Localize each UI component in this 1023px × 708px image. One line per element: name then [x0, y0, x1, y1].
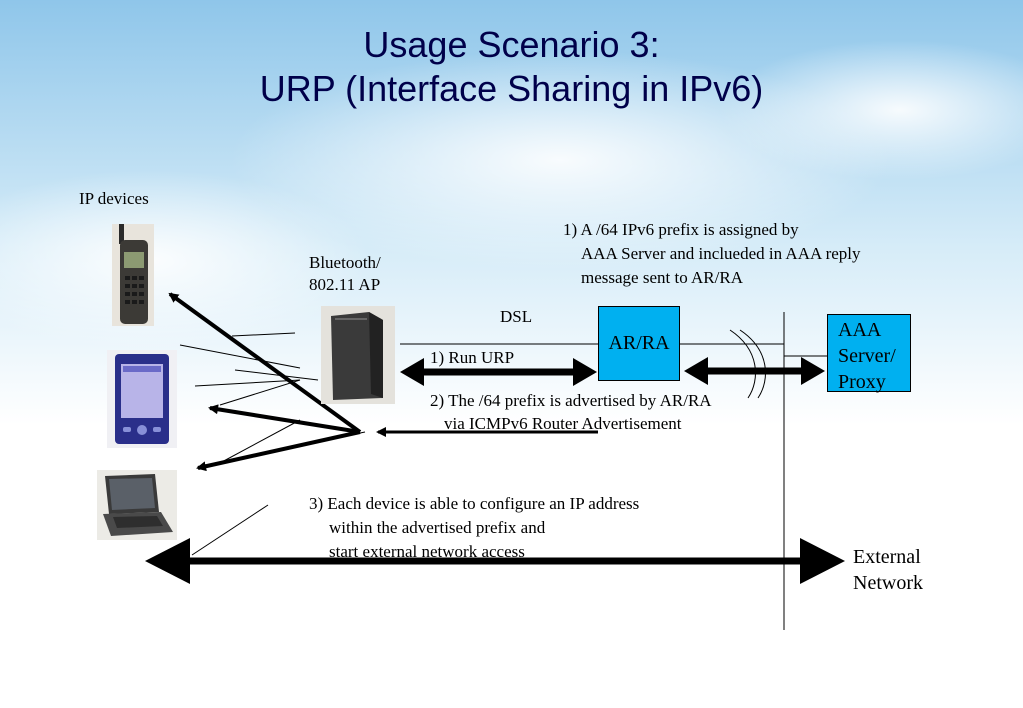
step3-line1: 3) Each device is able to configure an I…: [309, 494, 640, 513]
thin-device-links: [179, 332, 366, 556]
access-point-icon: [321, 306, 395, 404]
mobile-phone-icon: [112, 224, 154, 326]
aaa-double-arrow: [684, 357, 825, 385]
ip-devices-label: IP devices: [79, 189, 149, 208]
run-urp-label: 1) Run URP: [430, 348, 515, 367]
step1-line1: 1) A /64 IPv6 prefix is assigned by: [563, 220, 799, 239]
step2-line2: via ICMPv6 Router Advertisement: [444, 414, 682, 433]
aaa-label-line2: Server/: [838, 345, 896, 367]
slide-title-line2: URP (Interface Sharing in IPv6): [259, 68, 764, 109]
step3-line3: start external network access: [329, 542, 525, 561]
tunnel-curve-1: [729, 329, 756, 399]
aaa-label-line3: Proxy: [838, 371, 886, 393]
step2-line1: 2) The /64 prefix is advertised by AR/RA: [430, 391, 712, 410]
external-label-line2: Network: [853, 572, 923, 594]
dsl-label: DSL: [500, 307, 533, 326]
ap-label-line2: 802.11 AP: [309, 275, 381, 294]
slide-title-line1: Usage Scenario 3:: [363, 24, 660, 65]
step3-line2: within the advertised prefix and: [329, 518, 546, 537]
step1-line2: AAA Server and inclueded in AAA reply: [581, 244, 861, 263]
external-network-arrow: [145, 538, 845, 584]
step1-line3: message sent to AR/RA: [581, 268, 743, 287]
tunnel-curve-2: [739, 329, 766, 399]
laptop-icon: [97, 470, 177, 540]
ap-label-line1: Bluetooth/: [309, 253, 381, 272]
ar-ra-label: AR/RA: [608, 332, 670, 354]
ar-ra-box: AR/RA: [598, 306, 680, 381]
aaa-label-line1: AAA: [838, 319, 882, 341]
pda-icon: [107, 350, 177, 448]
urp-double-arrow: [400, 358, 597, 386]
external-label-line1: External: [853, 546, 921, 568]
external-network-label: External Network: [853, 544, 923, 596]
aaa-server-box: AAA Server/ Proxy: [827, 314, 911, 393]
router-advertisement-arrows: [168, 292, 362, 472]
